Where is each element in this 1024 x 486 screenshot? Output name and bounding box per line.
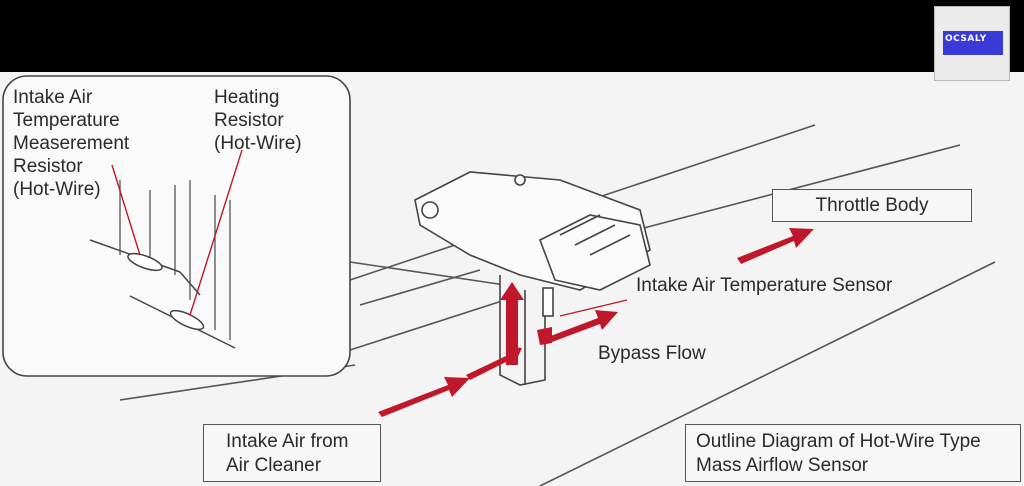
hot-wire-detail-inset [2, 75, 351, 377]
top-black-bar [0, 0, 1024, 72]
diagram-caption-text: Outline Diagram of Hot-Wire Type Mass Ai… [696, 431, 981, 476]
inset-resistors [89, 239, 236, 349]
logo-badge [943, 31, 1003, 55]
intake-air-source-text: Intake Air from Air Cleaner [226, 431, 349, 476]
throttle-body-text: Throttle Body [815, 195, 929, 216]
heating-resistor-label: Heating Resistor (Hot-Wire) [214, 87, 302, 154]
bypass-flow-label: Bypass Flow [598, 343, 706, 364]
temp-sensor-pointer [559, 299, 628, 317]
intake-air-source-box: Intake Air from Air Cleaner [203, 424, 381, 482]
inset-pointers [111, 149, 243, 316]
logo-text: OCSALY [945, 34, 987, 44]
intake-temp-sensor-label: Intake Air Temperature Sensor [636, 275, 893, 296]
throttle-body-label: Throttle Body [772, 189, 972, 222]
ocsaly-logo: OCSALY [934, 6, 1010, 81]
airflow-arrows [378, 228, 814, 417]
diagram-caption-box: Outline Diagram of Hot-Wire Type Mass Ai… [685, 424, 1021, 482]
intake-temp-resistor-label: Intake Air Temperature Measerement Resis… [13, 87, 130, 200]
